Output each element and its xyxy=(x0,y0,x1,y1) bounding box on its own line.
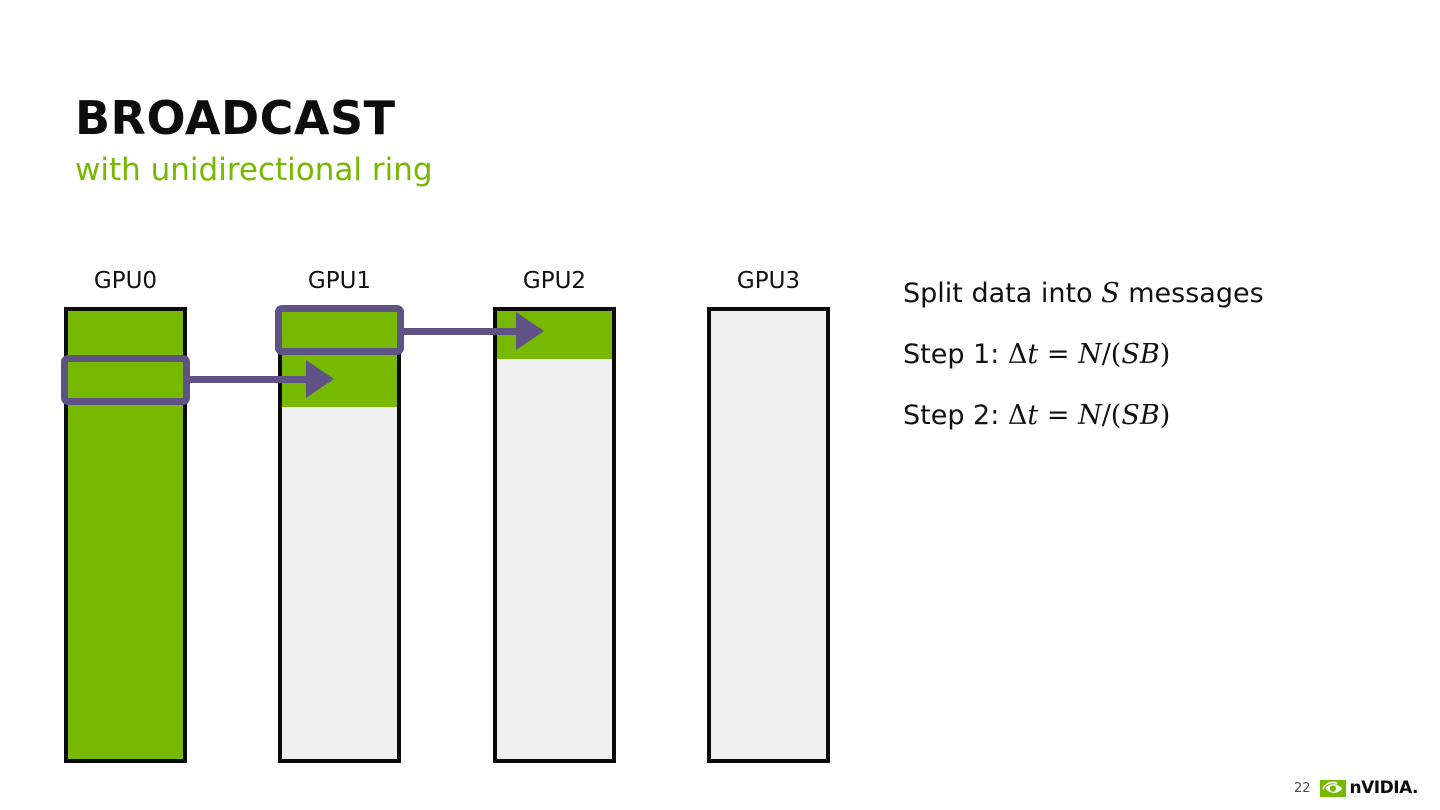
note-split-symbol: S xyxy=(1101,278,1120,309)
note-step1-delta: Δ xyxy=(1007,339,1028,370)
note-line-step2: Step 2: Δt = N/(SB) xyxy=(903,400,1403,431)
page-number: 22 xyxy=(1294,780,1311,796)
note-step1-n: N xyxy=(1078,339,1102,370)
gpu-label-gpu2: GPU2 xyxy=(522,268,587,294)
gpu1-data-fill xyxy=(282,311,397,407)
note-line-step1: Step 1: Δt = N/(SB) xyxy=(903,339,1403,370)
nvidia-wordmark: nVIDIA. xyxy=(1349,778,1419,798)
highlight-box-gpu0-band2 xyxy=(61,355,190,405)
title-block: BROADCAST with unidirectional ring xyxy=(75,92,875,190)
arrow-line-gpu1-to-gpu2 xyxy=(402,328,530,335)
note-step2-slash-open: /( xyxy=(1101,400,1122,431)
note-split-prefix: Split data into xyxy=(903,278,1102,309)
notes-panel: Split data into S messages Step 1: Δt = … xyxy=(903,278,1403,461)
note-step1-slash-open: /( xyxy=(1101,339,1122,370)
gpu2-data-fill xyxy=(497,311,612,359)
gpu0-data-fill xyxy=(68,311,183,759)
note-step2-n: N xyxy=(1078,400,1102,431)
gpu-column-gpu1 xyxy=(278,307,401,763)
note-step2-equals: = xyxy=(1038,400,1079,431)
note-step1-prefix: Step 1: xyxy=(903,339,1008,370)
note-step1-t: t xyxy=(1027,339,1039,370)
slide-footer: 22 nVIDIA. xyxy=(1294,778,1419,798)
note-step2-sb: SB xyxy=(1121,400,1160,431)
nvidia-logo: nVIDIA. xyxy=(1319,778,1419,798)
arrow-line-gpu0-to-gpu1 xyxy=(188,376,322,383)
arrow-head-gpu0-to-gpu1 xyxy=(306,360,334,398)
arrow-head-gpu1-to-gpu2 xyxy=(516,312,544,350)
gpu-column-gpu3 xyxy=(707,307,830,763)
note-step1-sb: SB xyxy=(1121,339,1160,370)
page-subtitle: with unidirectional ring xyxy=(75,152,433,188)
nvidia-eye-icon xyxy=(1319,779,1346,797)
note-line-split: Split data into S messages xyxy=(903,278,1403,309)
highlight-box-gpu1-band1 xyxy=(275,305,404,355)
note-step1-close: ) xyxy=(1159,339,1171,370)
note-step2-t: t xyxy=(1027,400,1039,431)
gpu-label-gpu1: GPU1 xyxy=(307,268,372,294)
page-title: BROADCAST xyxy=(75,91,396,145)
note-step2-close: ) xyxy=(1159,400,1171,431)
gpu-column-gpu0 xyxy=(64,307,187,763)
gpu-column-gpu2 xyxy=(493,307,616,763)
gpu-label-gpu3: GPU3 xyxy=(736,268,801,294)
gpu-label-gpu0: GPU0 xyxy=(93,268,158,294)
note-split-suffix: messages xyxy=(1119,278,1264,309)
note-step2-prefix: Step 2: xyxy=(903,400,1008,431)
note-step2-delta: Δ xyxy=(1007,400,1028,431)
note-step1-equals: = xyxy=(1038,339,1079,370)
